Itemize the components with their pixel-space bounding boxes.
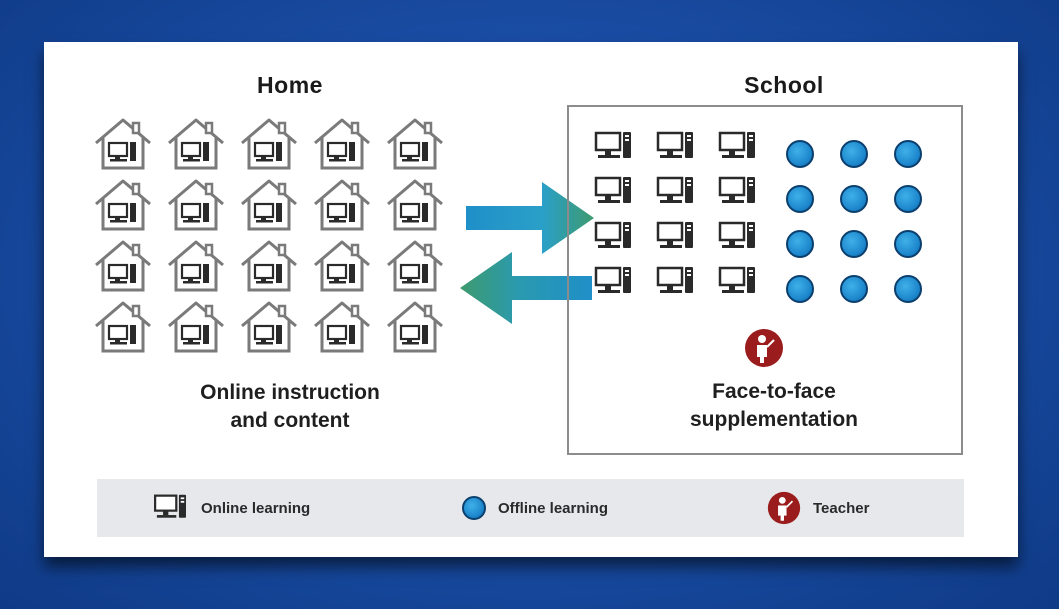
house-icon	[384, 299, 446, 355]
computer-icon	[594, 265, 634, 305]
home-title: Home	[257, 72, 323, 98]
legend-teacher: Teacher	[767, 479, 869, 537]
house-icon	[311, 177, 373, 233]
school-caption-line1: Face-to-face	[712, 380, 836, 403]
offline-dot-icon	[786, 275, 814, 303]
house-icon	[238, 116, 300, 172]
legend-online-label: Online learning	[201, 499, 311, 517]
home-caption-line1: Online instruction	[200, 381, 380, 404]
legend-offline: Offline learning	[462, 479, 608, 537]
legend-online: Online learning	[153, 479, 310, 537]
teacher-icon	[767, 491, 801, 525]
computer-icon	[718, 220, 758, 260]
offline-dot-icon	[840, 185, 868, 213]
offline-dot-icon	[894, 275, 922, 303]
offline-dot-icon	[786, 140, 814, 168]
house-icon	[92, 116, 154, 172]
school-caption: Face-to-face supplementation	[624, 378, 924, 434]
offline-dot-icon	[894, 185, 922, 213]
computer-icon	[656, 130, 696, 170]
house-icon	[165, 177, 227, 233]
offline-dot-icon	[462, 496, 486, 520]
arrow-to-school	[466, 182, 594, 254]
house-icon	[311, 299, 373, 355]
computer-icon	[656, 175, 696, 215]
legend-teacher-label: Teacher	[813, 499, 870, 517]
house-icon	[165, 299, 227, 355]
house-icon	[92, 238, 154, 294]
offline-dot-icon	[840, 230, 868, 258]
computer-icon	[594, 220, 634, 260]
computer-icon	[718, 265, 758, 305]
school-box	[567, 105, 963, 455]
computer-icon	[656, 220, 696, 260]
computer-icon	[154, 494, 186, 518]
computer-icon	[656, 265, 696, 305]
legend: Online learning Offline learning Teacher	[97, 479, 964, 537]
house-icon	[384, 116, 446, 172]
offline-dot-icon	[894, 140, 922, 168]
house-icon	[311, 238, 373, 294]
home-caption-line2: and content	[230, 409, 350, 432]
house-icon	[384, 177, 446, 233]
computer-icon	[594, 130, 634, 170]
house-icon	[311, 116, 373, 172]
house-icon	[238, 177, 300, 233]
offline-dot-icon	[894, 230, 922, 258]
computer-icon	[594, 175, 634, 215]
diagram-card: Home School Online instruction and cont	[44, 42, 1018, 557]
arrow-to-home	[460, 252, 592, 324]
school-caption-line2: supplementation	[689, 408, 858, 431]
school-title: School	[744, 72, 824, 98]
legend-offline-label: Offline learning	[498, 499, 609, 517]
offline-dot-icon	[840, 140, 868, 168]
computer-icon	[718, 175, 758, 215]
house-icon	[238, 299, 300, 355]
computer-icon	[718, 130, 758, 170]
teacher-icon	[745, 329, 783, 367]
house-icon	[165, 238, 227, 294]
house-icon	[238, 238, 300, 294]
exchange-arrows	[460, 182, 594, 324]
house-icon	[165, 116, 227, 172]
house-icon	[92, 299, 154, 355]
offline-dot-icon	[786, 230, 814, 258]
offline-dot-icon	[840, 275, 868, 303]
house-icon	[92, 177, 154, 233]
house-icon	[384, 238, 446, 294]
home-caption: Online instruction and content	[140, 379, 440, 435]
offline-dot-icon	[786, 185, 814, 213]
